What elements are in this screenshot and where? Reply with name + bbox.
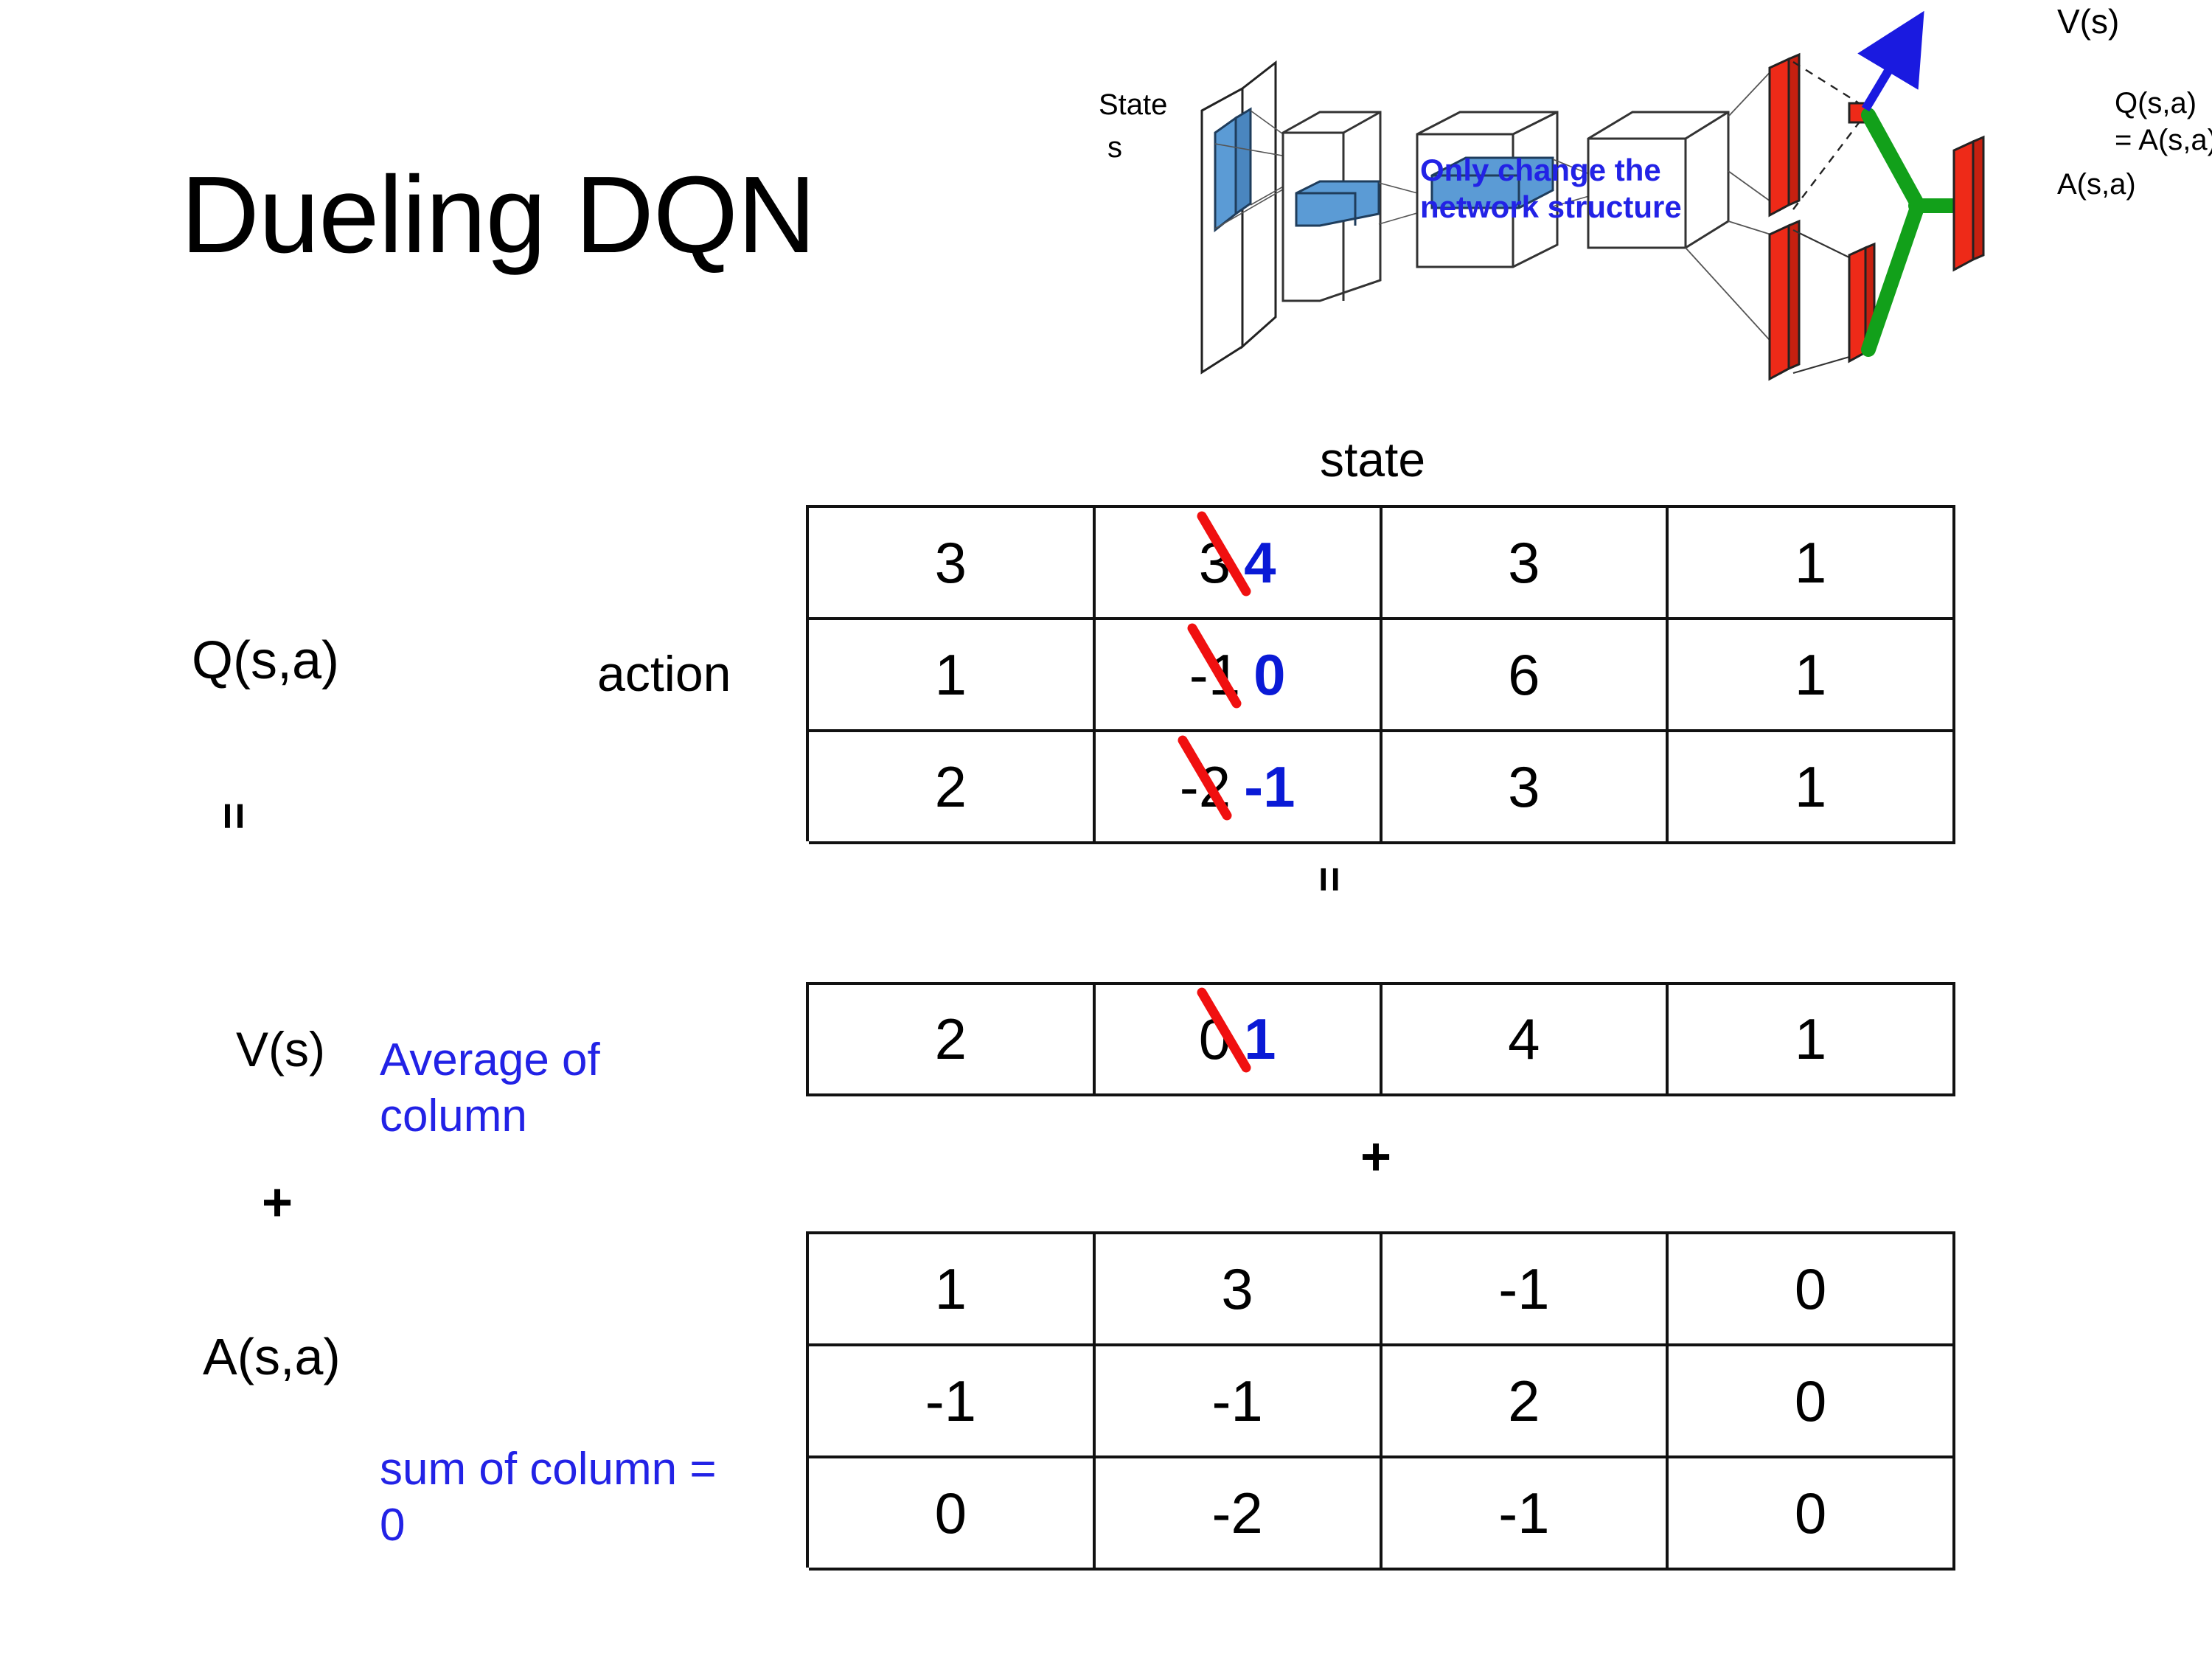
advantage-stream-bar-icon: [1768, 219, 1801, 381]
table-cell: -1: [809, 1346, 1096, 1458]
cell-value: -1: [1498, 1480, 1550, 1545]
table-cell: 0: [1669, 1234, 1955, 1346]
table-cell: -1: [1095, 1346, 1382, 1458]
dueling-network-diagram: State s V(s) Q(s,a) = A(s,a)+V(s) A(s,a)…: [1099, 0, 2212, 402]
diagram-note: Only change the network structure: [1420, 153, 1682, 224]
corrected-value: 4: [1244, 529, 1276, 595]
diagram-q-label-line2: = A(s,a)+V(s): [2115, 124, 2212, 156]
cell-value: -2: [1211, 1480, 1263, 1545]
cell-value: 2: [1508, 1368, 1540, 1433]
table-cell: 2: [809, 732, 1096, 844]
strikethrough-icon: [1187, 623, 1242, 708]
table-cell: 4: [1382, 985, 1669, 1096]
cell-value: 0: [1794, 1480, 1827, 1545]
struck-value: 0: [1197, 987, 1251, 1073]
table-cell: -1: [1382, 1234, 1669, 1346]
equals-operator-left: =: [208, 802, 261, 832]
page-title: Dueling DQN: [181, 154, 816, 276]
cell-value: 1: [1794, 529, 1827, 595]
table-cell: 3: [1382, 732, 1669, 844]
table-cell: 1: [809, 1234, 1096, 1346]
cell-value: -1: [925, 1368, 977, 1433]
table-cell: -1: [1382, 1458, 1669, 1571]
table-cell: 2: [1382, 1346, 1669, 1458]
corrected-value: 0: [1253, 641, 1286, 707]
conv-patch-1-icon: [1295, 180, 1380, 227]
table-cell: 0: [809, 1458, 1096, 1571]
diagram-value-label: V(s): [2057, 2, 2120, 41]
cell-value: -1: [1211, 1368, 1263, 1433]
state-axis-label: state: [1320, 432, 1426, 487]
cell-value: 1: [1794, 754, 1827, 819]
value-dashed-links: [1792, 60, 1863, 210]
table-cell: 3: [809, 508, 1096, 620]
cell-value: 1: [1794, 1006, 1827, 1071]
diagram-q-label-line1: Q(s,a): [2115, 87, 2197, 119]
action-axis-label: action: [597, 646, 731, 702]
cell-value: -1: [1498, 1256, 1550, 1321]
network-diagram-svg: [1200, 10, 1985, 381]
cell-value: 2: [934, 1006, 967, 1071]
cell-value: 3: [934, 529, 967, 595]
advantage-value-table: 1 3 -1 0 -1 -1 2 0 0 -2 -1 0: [806, 1231, 1955, 1571]
cell-value: 6: [1508, 641, 1540, 707]
cell-value: 3: [1221, 1256, 1253, 1321]
conv-patch-2-icon: [1430, 156, 1554, 209]
q-output-bar-icon: [1952, 135, 1985, 272]
diagram-advantage-label: A(s,a): [2057, 168, 2136, 201]
q-table-label: Q(s,a): [192, 631, 340, 690]
cell-value: 2: [934, 754, 967, 819]
cell-value: 1: [934, 1256, 967, 1321]
table-cell: 0: [1669, 1458, 1955, 1571]
table-cell: 1: [1669, 508, 1955, 620]
equals-operator-middle: =: [1305, 866, 1354, 895]
cell-value: 4: [1508, 1006, 1540, 1071]
plus-operator-middle: +: [1360, 1127, 1392, 1186]
table-cell: 1: [1669, 732, 1955, 844]
input-plane-icon: [1200, 60, 1277, 375]
v-table-label: V(s): [236, 1022, 325, 1077]
average-of-column-note: Average of column: [380, 1034, 600, 1141]
table-cell: 1: [1669, 985, 1955, 1096]
struck-value: -1: [1187, 623, 1242, 709]
table-cell: 1: [809, 620, 1096, 732]
table-cell: 3: [1382, 508, 1669, 620]
table-cell: -2-1: [1095, 732, 1382, 844]
corrected-value: 1: [1244, 1006, 1276, 1071]
diagram-state-subscript: s: [1107, 131, 1122, 164]
strikethrough-icon: [1178, 735, 1232, 820]
cell-value: 3: [1508, 529, 1540, 595]
table-cell: -2: [1095, 1458, 1382, 1571]
struck-value: 3: [1197, 511, 1251, 597]
diagram-state-label: State: [1099, 88, 1168, 121]
table-cell: 1: [1669, 620, 1955, 732]
corrected-value: -1: [1244, 754, 1295, 819]
cell-value: 1: [1794, 641, 1827, 707]
cell-value: 0: [934, 1480, 967, 1545]
table-cell: 0: [1669, 1346, 1955, 1458]
value-stream-bar-icon: [1768, 52, 1801, 218]
stream-split-lines: [1685, 66, 1776, 347]
table-cell: 2: [809, 985, 1096, 1096]
value-output-arrow-icon: [1857, 10, 1924, 112]
cell-value: 0: [1794, 1256, 1827, 1321]
table-cell: 6: [1382, 620, 1669, 732]
cell-value: 3: [1508, 754, 1540, 819]
cell-value: 0: [1794, 1368, 1827, 1433]
a-table-label: A(s,a): [203, 1328, 341, 1385]
plus-operator-left: +: [262, 1173, 293, 1232]
table-cell: 3: [1095, 1234, 1382, 1346]
sum-of-column-note: sum of column = 0: [380, 1444, 717, 1551]
struck-value: -2: [1178, 735, 1232, 821]
merge-green-connector: [1861, 108, 1967, 357]
cell-value: 1: [934, 641, 967, 707]
